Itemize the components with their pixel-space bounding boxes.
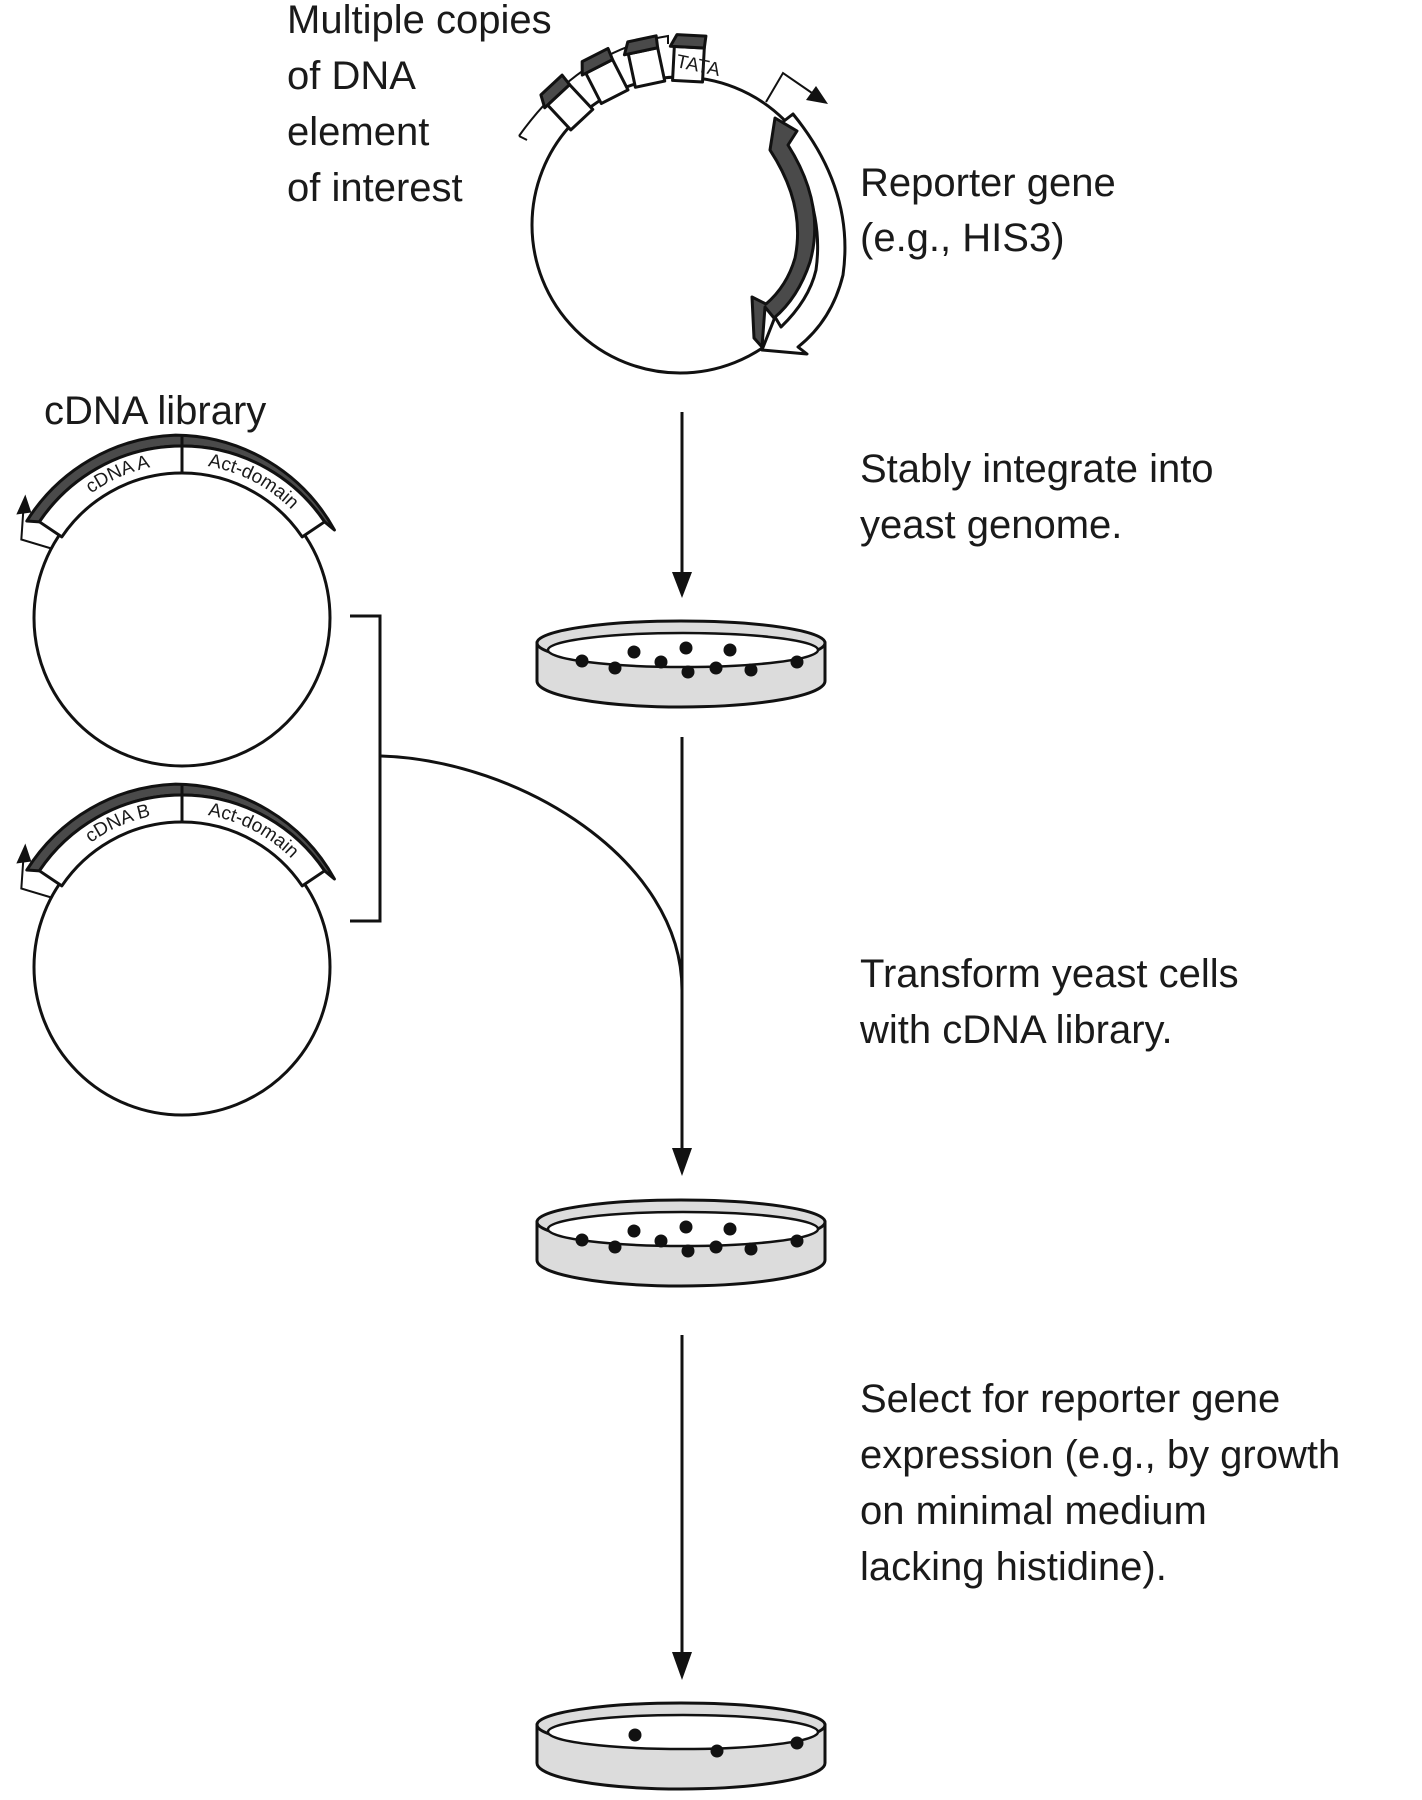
step-3-text: Select for reporter gene expression (e.g… bbox=[860, 1377, 1340, 1589]
yeast-colony bbox=[654, 1234, 668, 1248]
flow-arrow-2 bbox=[672, 737, 692, 1176]
promoter-arrowhead bbox=[16, 494, 32, 515]
plate-medium bbox=[546, 1713, 820, 1751]
element-copy bbox=[622, 34, 667, 89]
step-1-line-1: Stably integrate into bbox=[860, 447, 1214, 491]
library-bracket bbox=[350, 614, 382, 923]
transformed-yeast-plate bbox=[535, 1198, 827, 1288]
library-transform-curve bbox=[379, 754, 684, 991]
promoter-arrowhead bbox=[16, 843, 32, 864]
promoter-arrow bbox=[20, 859, 52, 899]
yeast-colony bbox=[681, 665, 695, 679]
yeast-colony bbox=[744, 663, 758, 677]
reporter-label-line-2: (e.g., HIS3) bbox=[860, 216, 1065, 260]
step-3-line-1: Select for reporter gene bbox=[860, 1377, 1280, 1421]
element-copy bbox=[539, 73, 595, 132]
plates bbox=[535, 619, 827, 1791]
yeast-colony bbox=[608, 1240, 622, 1254]
step-2-text: Transform yeast cells with cDNA library. bbox=[859, 952, 1239, 1052]
yeast-colony bbox=[790, 1234, 804, 1248]
yeast-colony bbox=[575, 1233, 589, 1247]
yeast-colony bbox=[608, 661, 622, 675]
element-copy bbox=[668, 33, 708, 84]
yeast-colony bbox=[681, 1244, 695, 1258]
element-copy bbox=[580, 46, 630, 106]
yeast-colony bbox=[790, 1736, 804, 1750]
step-3-line-3: on minimal medium bbox=[860, 1489, 1207, 1533]
transcription-start-arrow bbox=[765, 71, 813, 103]
yeast-colony bbox=[723, 643, 737, 657]
step-2-line-2: with cDNA library. bbox=[859, 1008, 1173, 1052]
transcription-start-arrowhead bbox=[806, 86, 828, 104]
reporter-gene-coding bbox=[750, 116, 817, 349]
step-1-line-2: yeast genome. bbox=[860, 503, 1122, 547]
element-label-line-1: Multiple copies bbox=[287, 0, 552, 42]
step-1-text: Stably integrate into yeast genome. bbox=[860, 447, 1214, 547]
element-copy-cap bbox=[539, 73, 572, 110]
step-3-line-4: lacking histidine). bbox=[860, 1545, 1167, 1589]
step-2-line-1: Transform yeast cells bbox=[860, 952, 1239, 996]
yeast-colony bbox=[790, 655, 804, 669]
element-label-line-3: element bbox=[287, 110, 429, 154]
yeast-colony bbox=[679, 1220, 693, 1234]
reporter-label-line-1: Reporter gene bbox=[860, 161, 1116, 205]
yeast-colony bbox=[744, 1242, 758, 1256]
step-3-line-2: expression (e.g., by growth bbox=[860, 1433, 1340, 1477]
flow-arrow-2-head bbox=[672, 1148, 692, 1176]
flow-arrow-3 bbox=[672, 1335, 692, 1680]
yeast-colony bbox=[575, 654, 589, 668]
element-bracket-end bbox=[518, 135, 528, 141]
yeast-colony bbox=[723, 1222, 737, 1236]
flow-arrow-1 bbox=[672, 412, 692, 598]
element-copy-cap bbox=[622, 34, 660, 57]
yeast-colony bbox=[627, 645, 641, 659]
element-label: Multiple copies of DNA element of intere… bbox=[287, 0, 552, 210]
selected-yeast-plate bbox=[535, 1701, 827, 1791]
flow-arrow-1-head bbox=[672, 572, 692, 598]
element-label-line-4: of interest bbox=[287, 166, 463, 210]
yeast-colony bbox=[679, 641, 693, 655]
element-copy-cap bbox=[668, 33, 708, 50]
element-copy-cap bbox=[580, 46, 615, 77]
integrated-yeast-plate bbox=[535, 619, 827, 709]
yeast-colony bbox=[627, 1224, 641, 1238]
element-copies bbox=[539, 33, 708, 132]
cdna-plasmid-label-band bbox=[37, 444, 327, 539]
yeast-colony bbox=[709, 661, 723, 675]
yeast-colony bbox=[628, 1728, 642, 1742]
element-label-line-2: of DNA bbox=[287, 54, 416, 98]
cdna-plasmid-label-band bbox=[37, 793, 327, 888]
flow-arrow-3-head bbox=[672, 1652, 692, 1680]
yeast-colony bbox=[654, 655, 668, 669]
promoter-arrow bbox=[20, 510, 52, 550]
yeast-colony bbox=[710, 1744, 724, 1758]
cdna-library-title: cDNA library bbox=[44, 389, 266, 433]
reporter-plasmid: TATA bbox=[518, 33, 847, 375]
yeast-colony bbox=[709, 1240, 723, 1254]
